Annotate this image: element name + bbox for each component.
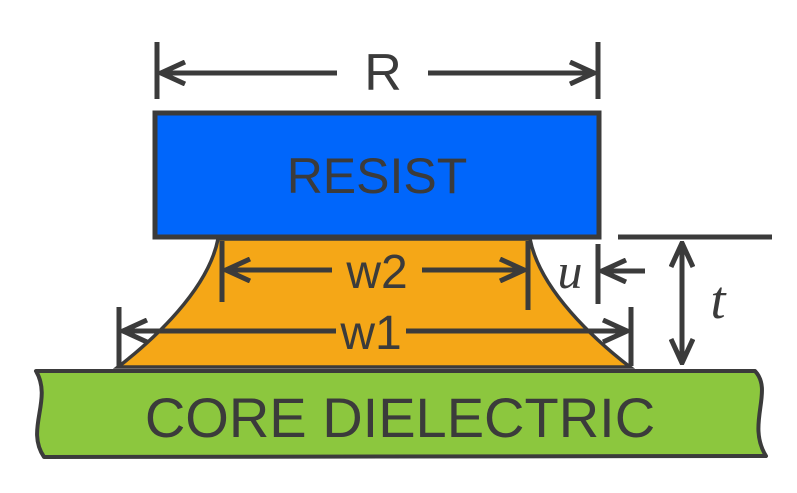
dimension-w2: w2 <box>219 241 531 310</box>
dimension-u: u <box>558 243 645 304</box>
dimension-w1-label: w1 <box>339 307 401 360</box>
dimension-t-label: t <box>710 270 727 330</box>
dimension-t: t <box>618 234 772 363</box>
core-dielectric-label: CORE DIELECTRIC <box>145 386 655 449</box>
dimension-R: R <box>154 42 601 102</box>
resist-label: RESIST <box>287 148 468 204</box>
dimension-w2-label: w2 <box>345 246 407 299</box>
core-dielectric-shape <box>34 369 768 459</box>
dimension-w1: w1 <box>116 307 634 366</box>
dimension-u-label: u <box>558 243 583 299</box>
resist-shape <box>152 110 602 240</box>
dimension-R-label: R <box>364 44 402 102</box>
